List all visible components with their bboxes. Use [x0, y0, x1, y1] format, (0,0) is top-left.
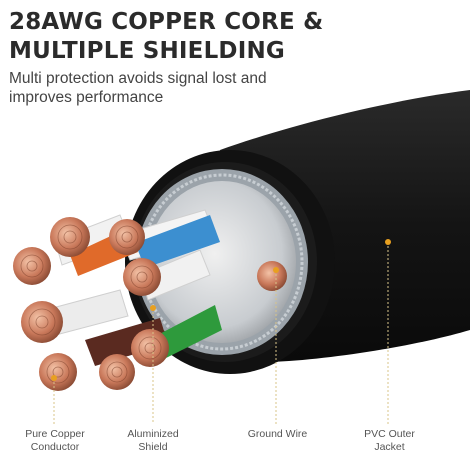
callout-label-aluminized-shield: Aluminized Shield	[118, 428, 188, 454]
copper-core-5	[21, 301, 63, 343]
copper-core-3	[109, 219, 145, 255]
subheadline: Multi protection avoids signal lost and …	[9, 69, 339, 107]
copper-core-2	[13, 247, 51, 285]
callout-label-line: Aluminized	[127, 428, 179, 440]
copper-core-1	[50, 217, 90, 257]
callout-label-line: PVC Outer	[364, 428, 415, 440]
callout-label-ground-wire: Ground Wire	[240, 428, 315, 441]
callout-label-line: Jacket	[374, 441, 405, 453]
callout-label-copper-conductor: Pure Copper Conductor	[20, 428, 90, 454]
headline-line-2: MULTIPLE SHIELDING	[9, 38, 286, 64]
ground-wire-core	[257, 261, 287, 291]
callout-label-line: Ground Wire	[247, 428, 308, 440]
headline-line-1: 28AWG COPPER CORE &	[9, 9, 324, 35]
copper-core-7	[39, 353, 77, 391]
copper-core-4	[123, 258, 161, 296]
copper-core-8	[99, 354, 135, 390]
callout-label-line: Conductor	[30, 441, 80, 453]
callout-dot-pvc	[385, 239, 391, 245]
callout-label-line: Pure Copper	[25, 428, 85, 440]
copper-conductors	[13, 217, 287, 391]
callout-label-pvc-jacket: PVC Outer Jacket	[352, 428, 427, 454]
callout-leaders	[53, 242, 389, 424]
callout-dot-ground	[273, 267, 279, 273]
callout-dot-copper	[51, 375, 57, 381]
callout-label-line: Shield	[138, 441, 168, 453]
subheadline-line-1: Multi protection avoids signal lost and	[9, 70, 267, 87]
callout-dots	[51, 239, 391, 381]
callout-dot-shield	[150, 305, 156, 311]
copper-core-6	[131, 329, 169, 367]
headline: 28AWG COPPER CORE & MULTIPLE SHIELDING	[9, 8, 464, 66]
subheadline-line-2: improves performance	[9, 89, 164, 106]
